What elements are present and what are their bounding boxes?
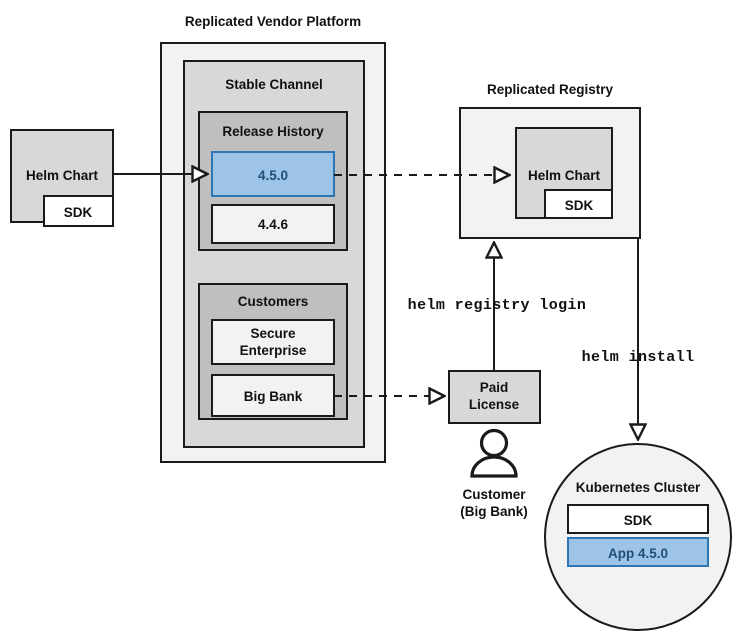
registry-sdk-box <box>544 189 613 219</box>
release-history-label: Release History <box>222 124 324 139</box>
cluster-sdk-label: SDK <box>624 513 653 528</box>
stable-channel-label: Stable Channel <box>225 77 323 92</box>
release-item-4-4-6[interactable] <box>211 204 335 244</box>
paid-license-line2: License <box>469 397 520 412</box>
vendor-platform-title: Replicated Vendor Platform <box>185 14 361 29</box>
source-sdk-box <box>43 195 114 227</box>
customer-secure-enterprise-line1: Secure <box>250 326 296 341</box>
customers-label: Customers <box>238 294 309 309</box>
source-sdk-label: SDK <box>64 205 93 220</box>
customer-secure-enterprise-line2: Enterprise <box>240 343 307 358</box>
customer-item-secure-enterprise[interactable] <box>211 319 335 365</box>
registry-sdk-label: SDK <box>565 198 594 213</box>
command-helm-install: helm install <box>582 349 695 366</box>
release-version-4-5-0: 4.5.0 <box>258 168 288 183</box>
customer-item-big-bank[interactable] <box>211 374 335 417</box>
command-helm-registry-login: helm registry login <box>408 297 587 314</box>
customer-actor-line2: (Big Bank) <box>460 504 528 519</box>
customer-actor-line1: Customer <box>462 487 526 502</box>
registry-title: Replicated Registry <box>487 82 614 97</box>
person-icon <box>470 428 518 478</box>
customer-big-bank-label: Big Bank <box>244 389 303 404</box>
paid-license-line1: Paid <box>480 380 509 395</box>
source-helm-chart-label: Helm Chart <box>26 168 99 183</box>
kubernetes-cluster-label: Kubernetes Cluster <box>576 480 701 495</box>
cluster-component-sdk[interactable] <box>567 504 709 534</box>
cluster-component-app[interactable] <box>567 537 709 567</box>
registry-helm-chart-label: Helm Chart <box>528 168 601 183</box>
cluster-app-label: App 4.5.0 <box>608 546 668 561</box>
release-version-4-4-6: 4.4.6 <box>258 217 289 232</box>
